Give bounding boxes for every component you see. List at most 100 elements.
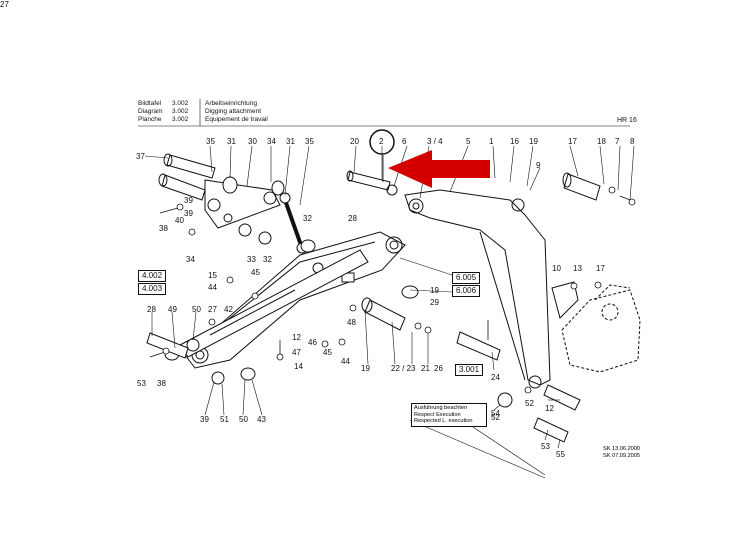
part-label[interactable]: 34 — [186, 255, 195, 264]
ref-6-006[interactable]: 6.006 — [452, 285, 481, 297]
ref-4-002[interactable]: 4.002 — [138, 270, 167, 282]
header-row-2: Planche — [138, 116, 162, 123]
header-row-0: Bildtafel — [138, 100, 162, 107]
part-label[interactable]: 42 — [224, 305, 233, 314]
part-label[interactable]: 34 — [267, 137, 276, 146]
part-label[interactable]: 35 — [206, 137, 215, 146]
part-label[interactable]: 26 — [434, 364, 443, 373]
part-label[interactable]: 15 — [208, 271, 217, 280]
part-label[interactable]: 43 — [257, 415, 266, 424]
part-label[interactable]: 12 — [292, 333, 301, 342]
part-label[interactable]: 30 — [248, 137, 257, 146]
part-label[interactable]: 38 — [159, 224, 168, 233]
part-label[interactable]: 14 — [294, 362, 303, 371]
part-label[interactable]: 46 — [308, 338, 317, 347]
part-label[interactable]: 1 — [489, 137, 494, 146]
part-label[interactable]: 13 — [573, 264, 582, 273]
header-num-2: 3.002 — [172, 116, 189, 123]
part-label[interactable]: 55 — [556, 450, 565, 459]
pin-2 — [346, 170, 391, 191]
part-label[interactable]: 28 — [147, 305, 156, 314]
tractor-frame — [561, 284, 641, 373]
ref-3-001[interactable]: 3.001 — [455, 364, 484, 376]
part-label[interactable]: 7 — [615, 137, 620, 146]
part-label[interactable]: 52 — [525, 399, 534, 408]
pin-52 — [456, 331, 501, 361]
part-label[interactable]: 48 — [347, 318, 356, 327]
part-label[interactable]: 38 — [157, 379, 166, 388]
part-label[interactable]: 53 — [541, 442, 550, 451]
part-label[interactable]: 31 — [286, 137, 295, 146]
part-label[interactable]: 2 — [379, 137, 384, 146]
part-label[interactable]: 45 — [251, 268, 260, 277]
part-label[interactable]: 44 — [341, 357, 350, 366]
link-bar — [204, 179, 281, 229]
model-label: HR 16 — [617, 117, 637, 124]
pin-37a — [163, 153, 216, 179]
part-label[interactable]: 28 — [348, 214, 357, 223]
part-label[interactable]: 3 / 4 — [427, 137, 443, 146]
part-label[interactable]: 24 — [491, 373, 500, 382]
part-label[interactable]: 32 — [263, 255, 272, 264]
note-line-2: Respected L. execution — [414, 418, 473, 425]
part-label[interactable]: 44 — [208, 283, 217, 292]
main-boom — [404, 189, 551, 389]
part-label[interactable]: 50 — [192, 305, 201, 314]
red-arrow-indicator — [388, 150, 490, 188]
part-label[interactable]: 19 — [430, 286, 439, 295]
header-desc-0: Arbeitseinrichtung — [205, 100, 258, 107]
pin-49 — [146, 332, 189, 359]
part-label[interactable]: 47 — [292, 348, 301, 357]
part-label[interactable]: 10 — [552, 264, 561, 273]
part-label[interactable]: 35 — [305, 137, 314, 146]
header-desc-2: Equipement de travail — [205, 116, 268, 123]
part-label[interactable]: 51 — [220, 415, 229, 424]
header-desc-1: Digging attachment — [205, 108, 262, 115]
header-num-1: 3.002 — [172, 108, 189, 115]
part-label[interactable]: 40 — [175, 216, 184, 225]
bolts — [149, 155, 636, 394]
part-label[interactable]: 8 — [630, 137, 635, 146]
part-label[interactable]: 39 — [184, 196, 193, 205]
part-label[interactable]: 19 — [361, 364, 370, 373]
part-label[interactable]: 9 — [536, 161, 541, 170]
footer-date-1: SK 07.09.2005 — [603, 453, 641, 459]
part-label[interactable]: 20 — [350, 137, 359, 146]
part-label[interactable]: 16 — [510, 137, 519, 146]
part-label[interactable]: 39 — [184, 209, 193, 218]
part-label[interactable]: 45 — [323, 348, 332, 357]
part-label[interactable]: 27 — [208, 305, 217, 314]
part-label[interactable]: 29 — [430, 298, 439, 307]
part-label[interactable]: 50 — [239, 415, 248, 424]
part-label[interactable]: 18 — [597, 137, 606, 146]
part-label[interactable]: 17 — [596, 264, 605, 273]
part-label[interactable]: 53 — [137, 379, 146, 388]
execution-note: Ausführung beachten Respect Execution Re… — [411, 403, 487, 427]
part-label[interactable]: 54 — [491, 409, 500, 418]
ref-4-003[interactable]: 4.003 — [138, 283, 167, 295]
part-label[interactable]: 5 — [466, 137, 471, 146]
part-label[interactable]: 17 — [568, 137, 577, 146]
pin-37b — [158, 173, 206, 201]
part-label[interactable]: 31 — [227, 137, 236, 146]
part-label[interactable]: 37 — [136, 152, 145, 161]
part-label[interactable]: 52 — [491, 413, 500, 422]
part-label[interactable]: 27 — [0, 0, 9, 9]
part-label[interactable]: 12 — [545, 404, 554, 413]
bracket-13 — [551, 281, 579, 319]
part-label[interactable]: 39 — [200, 415, 209, 424]
part-label[interactable]: 6 — [402, 137, 407, 146]
bushings — [164, 176, 513, 408]
part-label[interactable]: 21 — [421, 364, 430, 373]
pin-54 — [543, 384, 581, 411]
pin-21 — [361, 297, 406, 331]
part-label[interactable]: 49 — [168, 305, 177, 314]
ref-6-005[interactable]: 6.005 — [452, 272, 481, 284]
part-label[interactable]: 33 — [247, 255, 256, 264]
part-label[interactable]: 22 / 23 — [391, 364, 416, 373]
footer-date-0: SK 13.06.2000 — [603, 446, 641, 452]
part-label[interactable]: 19 — [529, 137, 538, 146]
pin-7 — [562, 172, 601, 201]
note-line-0: Ausführung beachten — [414, 405, 468, 411]
part-label[interactable]: 32 — [303, 214, 312, 223]
